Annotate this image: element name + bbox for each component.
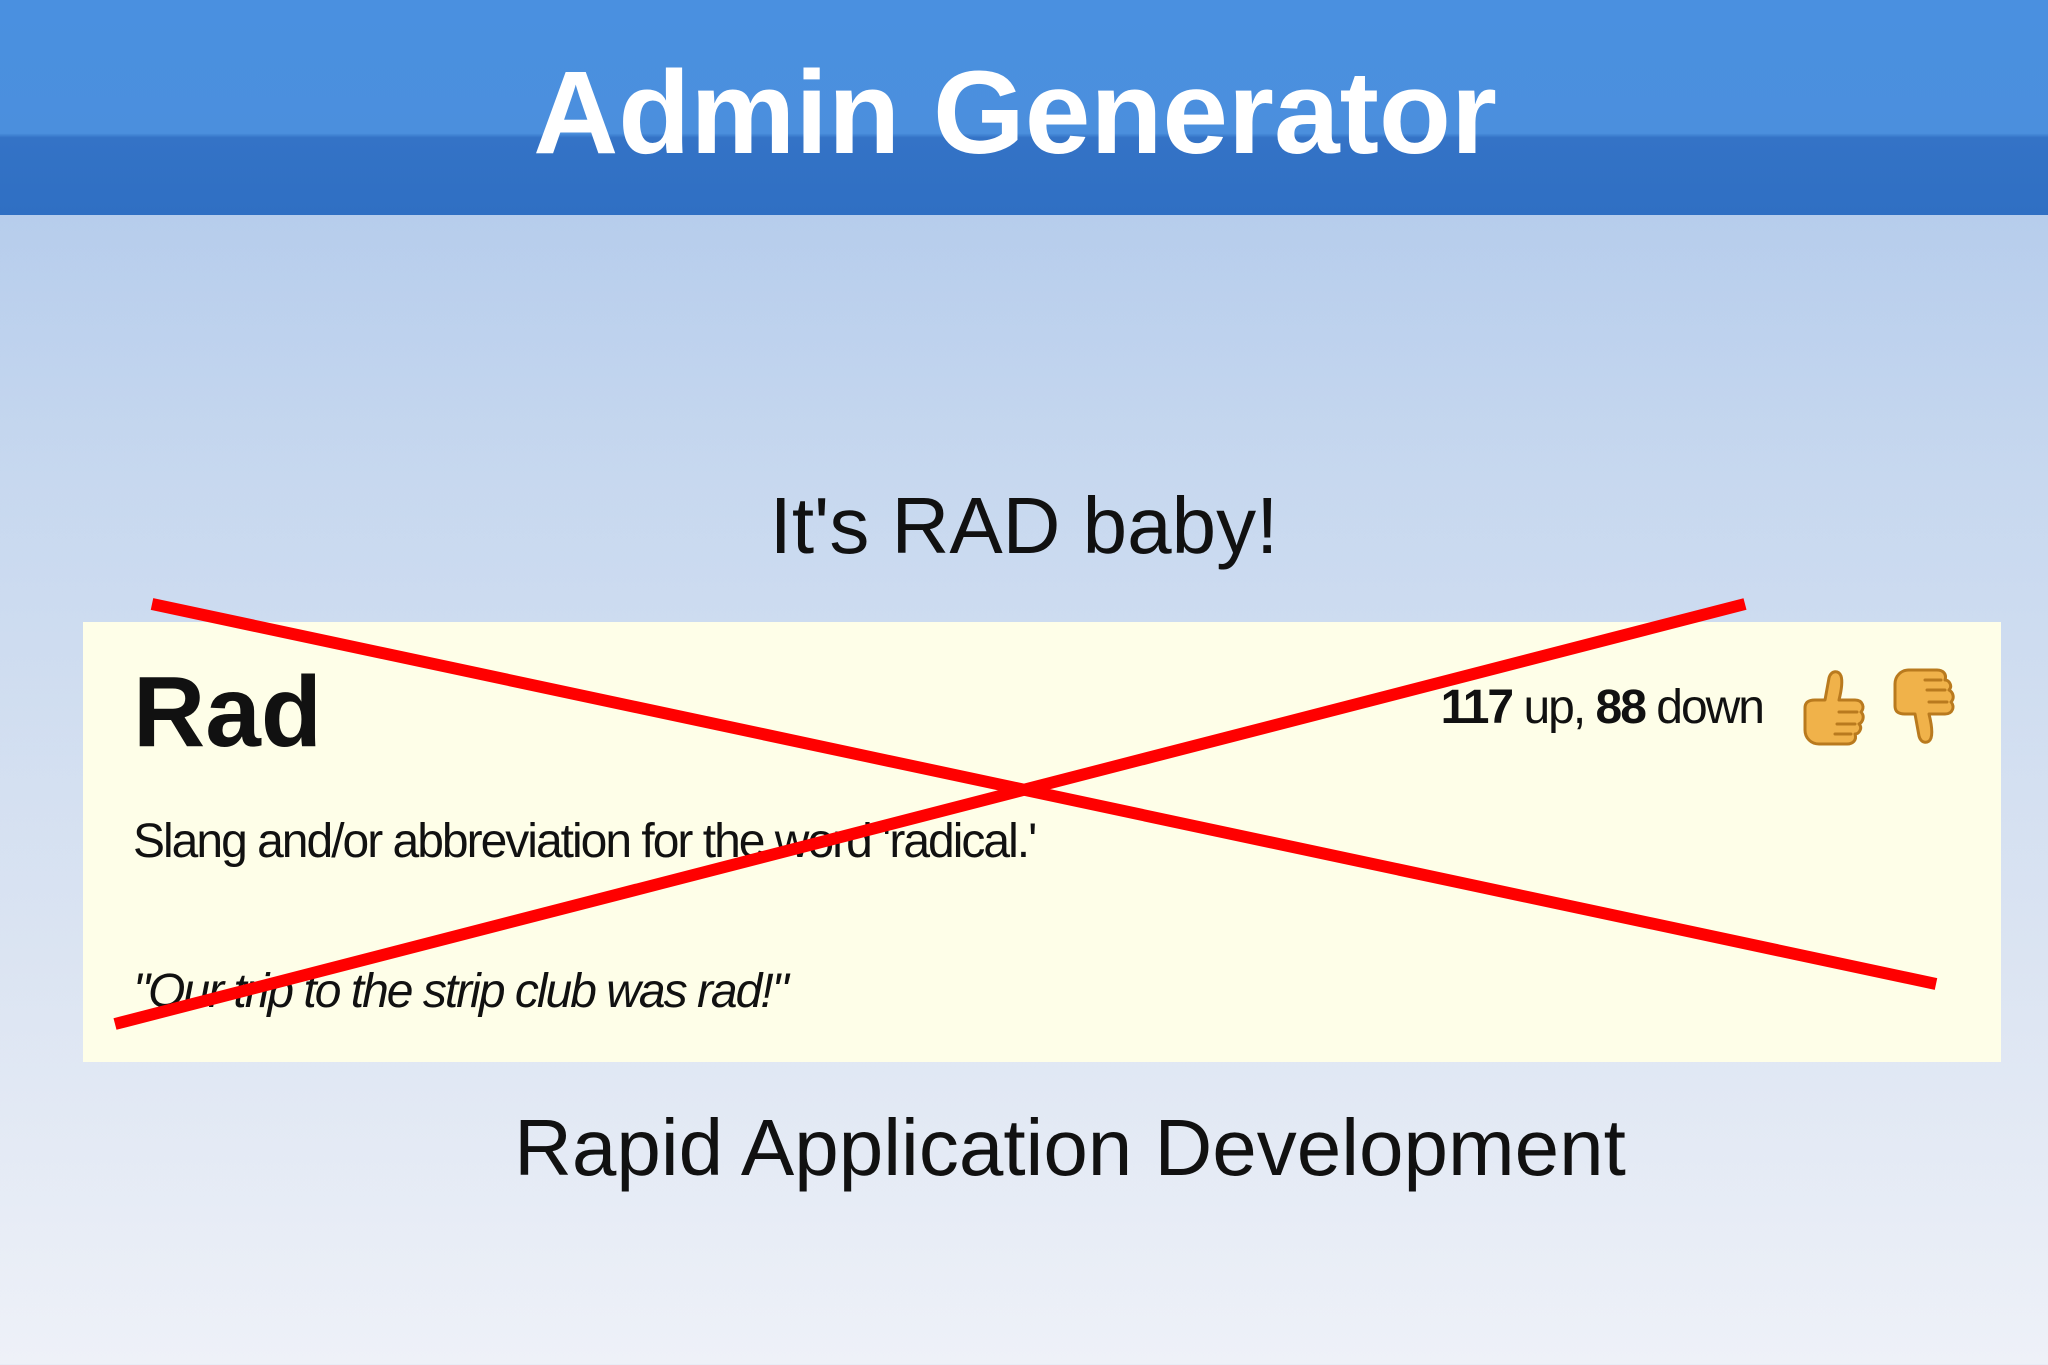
votes-down-count: 88 xyxy=(1595,680,1647,734)
title-bar xyxy=(0,0,2048,215)
votes-up-label: up, xyxy=(1512,680,1596,734)
slide-title: Admin Generator xyxy=(533,47,1497,179)
definition-card: Rad 117 up, 88 down Slang and/or abbrevi… xyxy=(83,622,2001,1062)
definition-meaning: Slang and/or abbreviation for the word '… xyxy=(133,815,1037,868)
definition-example: "Our trip to the strip club was rad!" xyxy=(133,965,789,1018)
slide-tagline: It's RAD baby! xyxy=(769,481,1279,570)
votes-up-count: 117 xyxy=(1440,680,1514,734)
thumbs-down-icon[interactable] xyxy=(1881,662,1961,752)
slide-subtitle: Rapid Application Development xyxy=(514,1103,1626,1192)
thumbs-up-icon[interactable] xyxy=(1791,662,1871,752)
vote-counts: 117 up, 88 down xyxy=(1440,680,1765,735)
votes-down-label: down xyxy=(1644,680,1765,734)
definition-word: Rad xyxy=(133,656,322,768)
vote-panel: 117 up, 88 down xyxy=(1441,662,1961,752)
